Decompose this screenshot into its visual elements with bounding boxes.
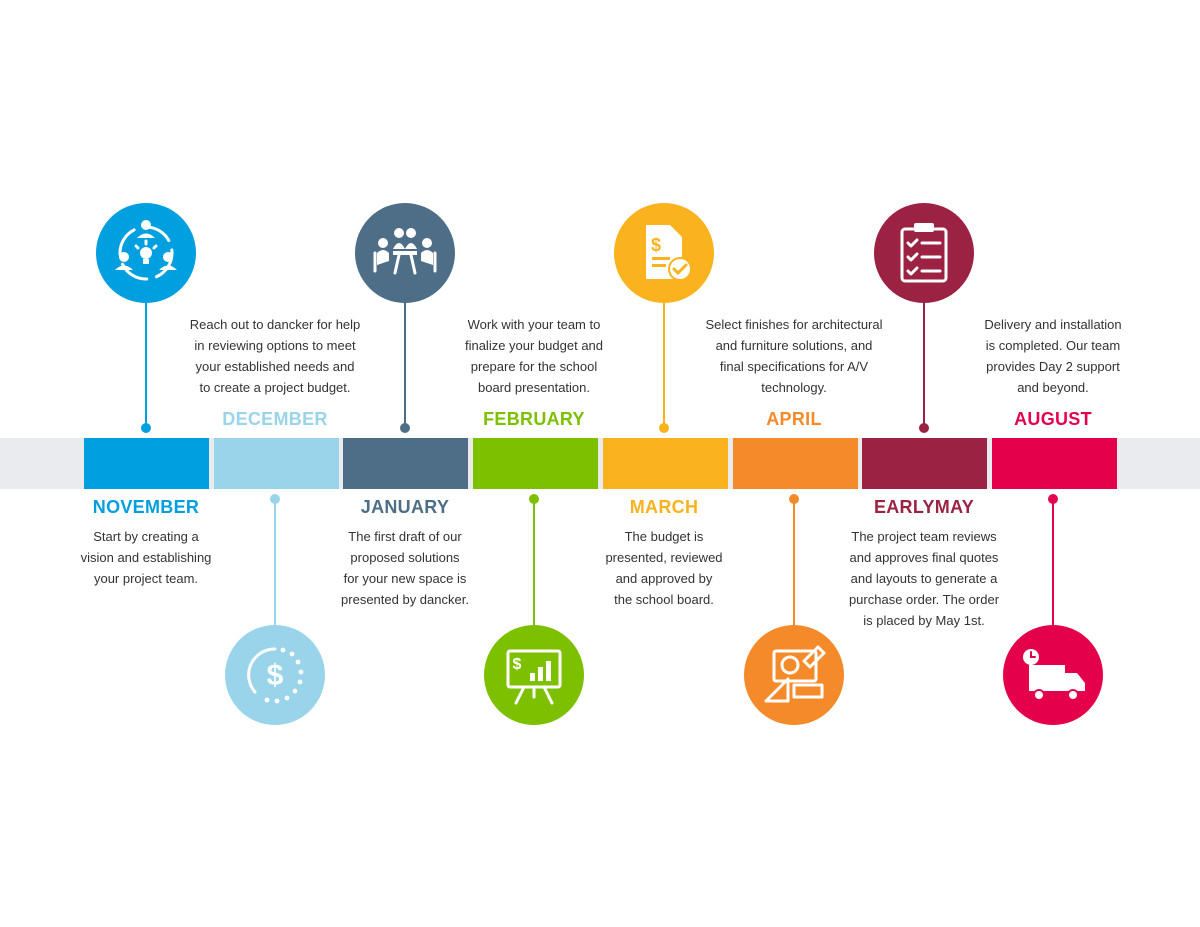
badge-earlymay (874, 203, 974, 303)
description-line: Delivery and installation (984, 317, 1122, 332)
description-line: proposed solutions (350, 550, 460, 565)
description-line: and approved by (615, 571, 713, 586)
description-line: presented by dancker. (341, 592, 469, 607)
connector-dot-march (659, 423, 669, 433)
description-line: prepare for the school (470, 359, 598, 374)
badge-march: $ (614, 203, 714, 303)
month-label-february: FEBRUARY (483, 409, 585, 429)
description-november: Start by creating a vision and establishi… (41, 526, 251, 589)
month-label-november: NOVEMBER (92, 497, 200, 517)
month-label-january: JANUARY (360, 497, 450, 517)
badge-january (355, 203, 455, 303)
description-line: and approves final quotes (849, 550, 999, 565)
description-line: provides Day 2 support (986, 359, 1120, 374)
connector-line-august (1052, 499, 1054, 630)
connector-dot-november (141, 423, 151, 433)
connector-dot-february (529, 494, 539, 504)
timeline-segment-february (473, 438, 599, 489)
connector-dot-january (400, 423, 410, 433)
delivery-truck-icon (1023, 649, 1085, 701)
connector-line-december (274, 499, 276, 630)
timeline-segment-august (991, 438, 1117, 489)
description-february: Work with your team to finalize your budg… (429, 314, 639, 398)
description-line: the school board. (614, 592, 714, 607)
connector-line-february (533, 499, 535, 630)
description-january: The first draft of our proposed solutions… (300, 526, 510, 610)
design-tools-icon (764, 645, 826, 703)
description-line: board presentation. (477, 380, 591, 395)
month-label-december: DECEMBER (222, 409, 328, 429)
description-line: final specifications for A/V (719, 359, 869, 374)
description-line: and layouts to generate a (850, 571, 998, 586)
description-line: Select finishes for architectural (705, 317, 883, 332)
month-label-april: APRIL (766, 409, 822, 429)
description-march: The budget is presented, reviewed and appr… (559, 526, 769, 610)
description-line: is completed. Our team (985, 338, 1121, 353)
description-line: vision and establishing (80, 550, 212, 565)
svg-text:$: $ (651, 235, 661, 255)
description-line: to create a project budget. (199, 380, 351, 395)
connector-line-earlymay (923, 298, 925, 428)
description-line: for your new space is (343, 571, 467, 586)
description-august: Delivery and installation is completed. O… (948, 314, 1158, 398)
presentation-board-icon: $ (506, 649, 562, 705)
connector-dot-december (270, 494, 280, 504)
dollar-coin-icon: $ (247, 647, 304, 704)
description-line: and furniture solutions, and (715, 338, 873, 353)
description-line: finalize your budget and (464, 338, 604, 353)
description-line: Start by creating a (93, 529, 199, 544)
timeline-segment-earlymay (862, 438, 988, 489)
connector-line-march (663, 298, 665, 428)
month-label-earlymay: EARLYMAY (873, 497, 975, 517)
badge-november (96, 203, 196, 303)
description-earlymay: The project team reviews and approves fin… (819, 526, 1029, 631)
description-line: presented, reviewed (605, 550, 723, 565)
badge-august (1003, 625, 1103, 725)
meeting-table-icon (373, 228, 437, 275)
connector-dot-august (1048, 494, 1058, 504)
connector-line-april (793, 499, 795, 630)
description-line: The first draft of our (348, 529, 462, 544)
description-line: purchase order. The order (848, 592, 1000, 607)
badge-april (744, 625, 844, 725)
description-line: your project team. (93, 571, 199, 586)
timeline-segment-december (213, 438, 339, 489)
checklist-clipboard-icon (900, 223, 948, 283)
month-label-august: AUGUST (1014, 409, 1092, 429)
connector-dot-earlymay (919, 423, 929, 433)
svg-text:$: $ (513, 656, 522, 673)
description-line: is placed by May 1st. (863, 613, 985, 628)
connector-dot-april (789, 494, 799, 504)
description-line: The budget is (624, 529, 704, 544)
badge-february: $ (484, 625, 584, 725)
description-line: and beyond. (1017, 380, 1089, 395)
description-april: Select finishes for architectural and fur… (689, 314, 899, 398)
description-line: in reviewing options to meet (194, 338, 356, 353)
description-line: The project team reviews (851, 529, 997, 544)
timeline-segment-november (84, 438, 209, 489)
timeline-segment-january (343, 438, 469, 489)
description-line: your established needs and (195, 359, 355, 374)
month-label-march: MARCH (629, 497, 699, 517)
badge-december: $ (225, 625, 325, 725)
description-line: Work with your team to (467, 317, 601, 332)
connector-line-january (404, 298, 406, 428)
description-line: technology. (761, 380, 827, 395)
connector-line-november (145, 298, 147, 428)
svg-text:$: $ (267, 659, 284, 692)
description-line: Reach out to dancker for help (189, 317, 361, 332)
timeline-segment-april (732, 438, 858, 489)
timeline-segment-march (602, 438, 728, 489)
description-december: Reach out to dancker for help in reviewin… (170, 314, 380, 398)
approved-budget-document-icon: $ (646, 225, 692, 281)
team-idea-icon (115, 220, 177, 281)
